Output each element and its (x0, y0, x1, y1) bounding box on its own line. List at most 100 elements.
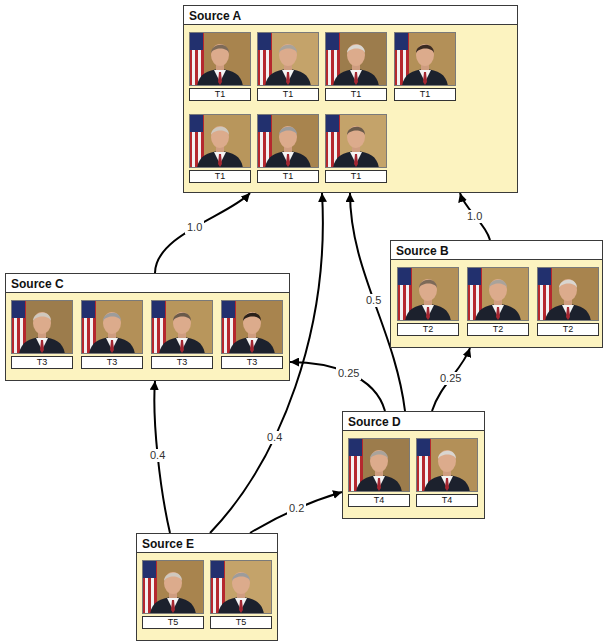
portrait-photo (394, 32, 456, 86)
photo-part (537, 267, 599, 321)
photo-part (11, 300, 73, 354)
photo-part (333, 69, 379, 86)
photo-card: T2 (537, 267, 599, 337)
photo-part (211, 126, 229, 148)
photo-part (173, 313, 191, 321)
photo-part (356, 475, 402, 492)
portrait-photo (325, 32, 387, 86)
photo-part (370, 450, 388, 472)
photo-card: T1 (394, 32, 456, 102)
photo-part (171, 600, 175, 613)
edge-weight: 0.25 (336, 367, 361, 380)
photo-part (142, 560, 156, 578)
photo-part (279, 45, 297, 53)
source-title: Source C (6, 275, 64, 293)
photo-part (103, 312, 121, 334)
photo-part (239, 600, 243, 613)
connector-arrow (290, 362, 385, 411)
edge-weight: 0.2 (287, 502, 306, 515)
card-label: T2 (467, 323, 529, 336)
photo-part (190, 33, 251, 86)
photo-part (398, 268, 459, 321)
portrait-photo (537, 267, 599, 321)
photo-part (33, 312, 51, 334)
card-label: T1 (189, 88, 251, 101)
card-label: T1 (394, 88, 456, 101)
photo-part (445, 478, 449, 491)
photo-part (545, 304, 591, 321)
portrait-photo (257, 32, 319, 86)
photo-part (348, 438, 410, 492)
card-label: T2 (397, 323, 459, 336)
photo-part (438, 450, 456, 472)
photo-card: T4 (416, 438, 478, 508)
source-title: Source E (137, 535, 194, 553)
photo-card: T3 (11, 300, 73, 370)
photo-part (82, 301, 143, 354)
edge-weight: 0.5 (364, 294, 383, 307)
source-header: Source C (6, 274, 289, 293)
photo-part (243, 312, 261, 334)
photo-part (258, 33, 319, 86)
photo-part (354, 72, 358, 85)
photo-part (496, 307, 500, 320)
photo-card: T5 (142, 560, 204, 630)
portrait-photo (397, 267, 459, 321)
photo-part (232, 573, 250, 581)
photo-part (189, 114, 251, 168)
photo-part (142, 560, 204, 614)
photo-part (325, 114, 339, 132)
photo-part (152, 301, 213, 354)
photo-part (180, 340, 184, 353)
photo-part (218, 597, 264, 614)
photo-part (325, 32, 339, 50)
source-box: Source BT2T2T2 (390, 240, 603, 348)
photo-part (265, 69, 311, 86)
photo-part (326, 115, 387, 168)
photo-part (81, 300, 143, 354)
photo-part (12, 301, 73, 354)
photo-part (151, 300, 165, 318)
photo-card: T1 (325, 32, 387, 102)
card-label: T3 (221, 356, 283, 369)
photo-card: T5 (210, 560, 272, 630)
photo-part (110, 340, 114, 353)
edge-weight: 0.4 (148, 449, 167, 462)
source-header: Source B (391, 241, 602, 260)
card-label: T1 (257, 88, 319, 101)
photo-part (151, 300, 213, 354)
photo-card: T2 (467, 267, 529, 337)
portrait-photo (189, 32, 251, 86)
portrait-photo (467, 267, 529, 321)
portrait-photo (257, 114, 319, 168)
photo-card: T3 (221, 300, 283, 370)
photo-card: T1 (189, 32, 251, 102)
portrait-photo (416, 438, 478, 492)
photo-part (419, 280, 437, 288)
photo-part (419, 279, 437, 301)
portrait-photo (81, 300, 143, 354)
card-label: T3 (151, 356, 213, 369)
photo-part (218, 154, 222, 167)
photo-part (416, 438, 430, 456)
photo-part (257, 32, 319, 86)
photo-part (210, 560, 224, 578)
photo-part (33, 313, 51, 321)
photo-part (424, 475, 470, 492)
photo-part (325, 32, 387, 86)
source-title: Source B (391, 242, 449, 260)
photo-part (159, 337, 205, 354)
photo-part (221, 300, 283, 354)
photo-part (405, 304, 451, 321)
photo-part (559, 280, 577, 288)
source-box: Source E T5T5 (136, 533, 278, 641)
photo-part (475, 304, 521, 321)
photo-part (211, 44, 229, 66)
photo-card: T1 (257, 32, 319, 102)
photo-part (222, 301, 283, 354)
edge-weight: 0.4 (265, 431, 284, 444)
photo-part (489, 280, 507, 288)
photo-part (173, 312, 191, 334)
photo-card: T3 (81, 300, 143, 370)
source-title: Source D (343, 413, 401, 431)
